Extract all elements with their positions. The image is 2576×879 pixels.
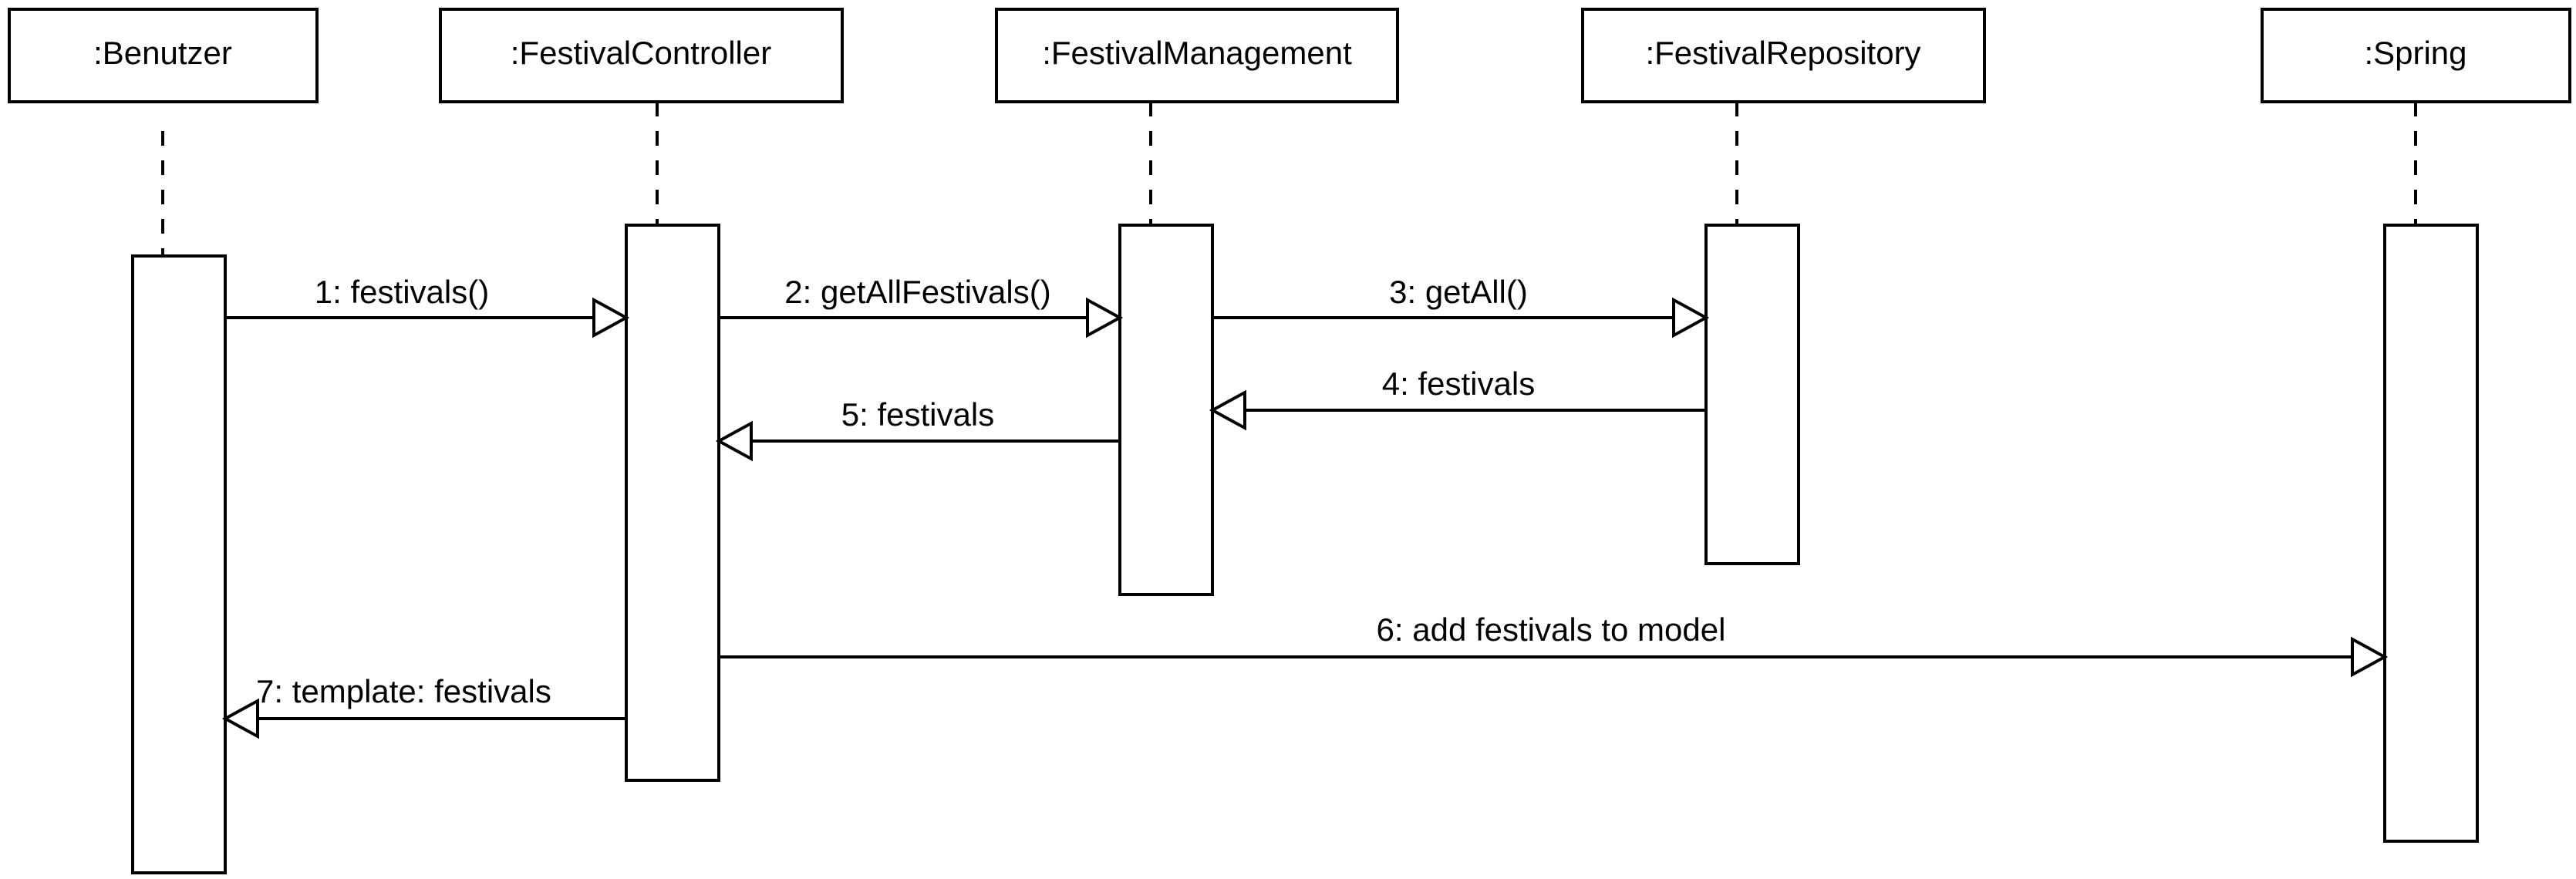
participant-festival-repository[interactable]: :FestivalRepository [1581, 8, 1986, 103]
participant-festival-controller[interactable]: :FestivalController [439, 8, 844, 103]
participant-box [8, 8, 319, 103]
message-3[interactable]: 3: getAll() [1212, 274, 1710, 338]
participant-box [1581, 8, 1986, 103]
activation-bar-festival-controller [625, 224, 720, 782]
message-2[interactable]: 2: getAllFestivals() [719, 274, 1124, 338]
participant-box [439, 8, 844, 103]
message-label: 1: festivals() [315, 274, 489, 310]
participant-label: :FestivalRepository [1645, 35, 1920, 71]
open-arrowhead-right-icon [1672, 297, 1710, 338]
open-arrowhead-left-icon [1209, 389, 1246, 431]
participant-benutzer[interactable]: :Benutzer [8, 8, 319, 103]
activation-bar-benutzer [131, 254, 227, 874]
activation-bar-festival-management [1118, 224, 1214, 596]
open-arrowhead-right-icon [592, 297, 630, 338]
participant-label: :FestivalManagement [1042, 35, 1352, 71]
activation-bar-festival-repository [1704, 224, 1800, 565]
message-label: 4: festivals [1382, 365, 1535, 402]
message-label: 6: add festivals to model [1377, 611, 1726, 648]
message-1[interactable]: 1: festivals() [225, 274, 630, 338]
message-4[interactable]: 4: festivals [1209, 365, 1706, 431]
participant-box [995, 8, 1399, 103]
participant-festival-management[interactable]: :FestivalManagement [995, 8, 1399, 103]
activation-bar-spring [2383, 224, 2479, 843]
message-6[interactable]: 6: add festivals to model [719, 611, 2389, 678]
open-arrowhead-right-icon [2351, 636, 2389, 678]
open-arrowhead-left-icon [221, 698, 259, 739]
message-5[interactable]: 5: festivals [715, 396, 1120, 462]
participant-spring[interactable]: :Spring [2261, 8, 2571, 103]
open-arrowhead-right-icon [1086, 297, 1124, 338]
message-7[interactable]: 7: template: festivals [221, 673, 626, 739]
participant-label: :Spring [2364, 35, 2466, 71]
message-label: 7: template: festivals [256, 673, 551, 709]
message-label: 2: getAllFestivals() [784, 274, 1050, 310]
open-arrowhead-left-icon [715, 420, 753, 462]
message-label: 3: getAll() [1389, 274, 1528, 310]
participant-label: :FestivalController [511, 35, 771, 71]
participant-label: :Benutzer [93, 35, 232, 71]
message-label: 5: festivals [841, 396, 994, 433]
